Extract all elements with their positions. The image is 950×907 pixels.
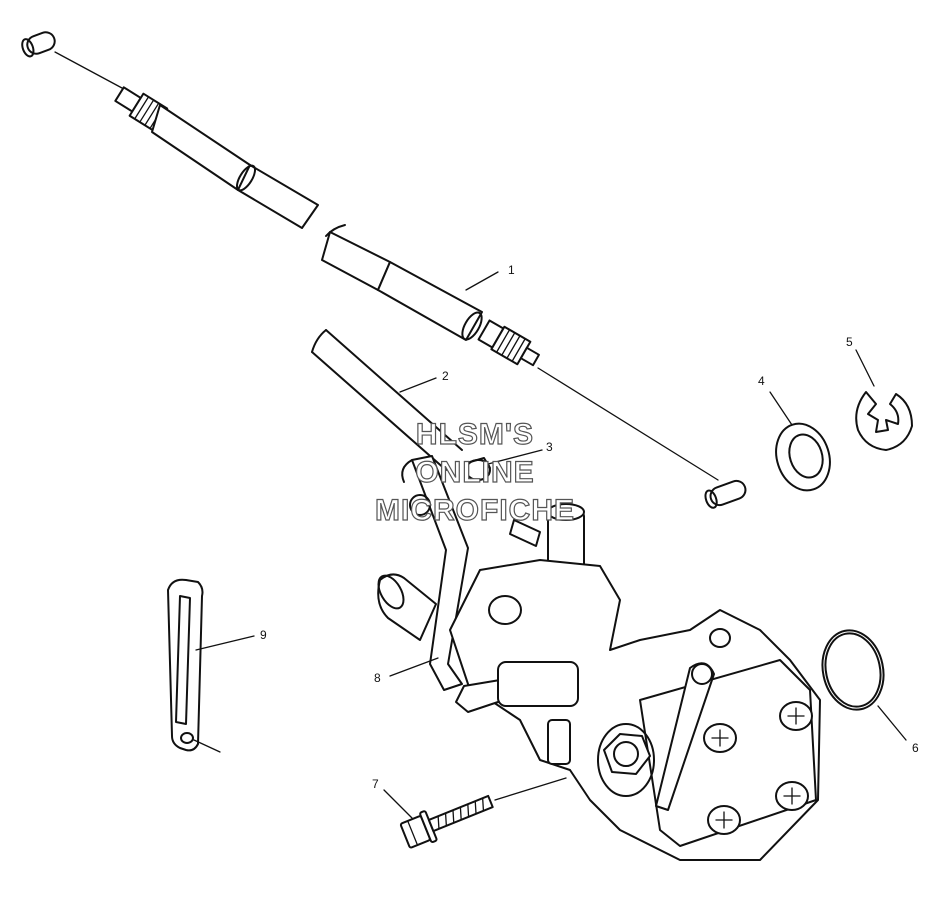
watermark: HLSM'S ONLINE MICROFICHE [374, 417, 575, 527]
oil-line-hose [311, 329, 463, 471]
callout-4: 4 [758, 374, 765, 388]
o-ring [821, 629, 885, 711]
callout-8: 8 [374, 671, 381, 685]
watermark-line-3: MICROFICHE [375, 494, 575, 527]
hose-clamp [465, 457, 491, 481]
phillips-screw-icon [775, 781, 809, 811]
cable-bracket [401, 455, 469, 691]
watermark-line-1: HLSM'S [416, 418, 534, 451]
washer [775, 422, 831, 492]
phillips-screw-icon [779, 701, 813, 731]
phillips-screw-icon [707, 805, 741, 835]
phillips-screw-icon [703, 723, 737, 753]
callout-5: 5 [846, 335, 853, 349]
oil-pump-assembly [377, 503, 821, 861]
callout-6: 6 [912, 741, 919, 755]
callout-7: 7 [372, 777, 379, 791]
callout-2: 2 [442, 369, 449, 383]
callout-1: 1 [508, 263, 515, 277]
level-strip [167, 578, 221, 753]
flange-bolt [399, 794, 494, 849]
callout-9: 9 [260, 628, 267, 642]
leader-lines [195, 271, 907, 819]
bolt-alignment-line [494, 777, 567, 801]
e-clip [855, 391, 913, 451]
watermark-line-2: ONLINE [415, 456, 534, 489]
callout-3: 3 [546, 440, 553, 454]
throttle-cable-lower [321, 224, 747, 509]
throttle-cable-upper [21, 31, 319, 229]
